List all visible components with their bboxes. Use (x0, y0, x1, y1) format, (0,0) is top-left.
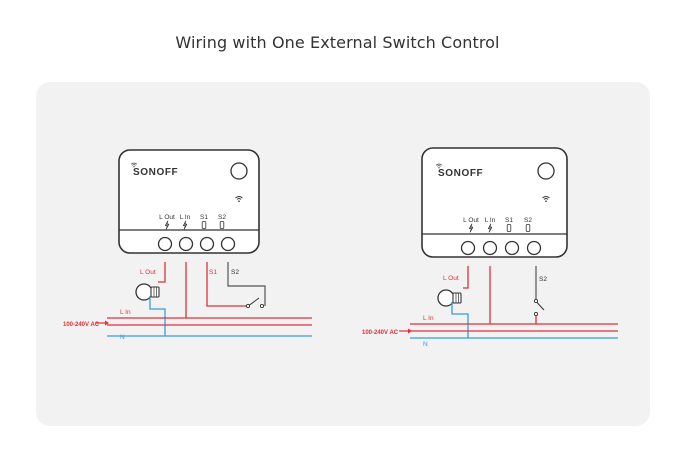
s1-wire (206, 262, 246, 307)
device-body (421, 147, 568, 258)
pairing-button-icon (537, 162, 555, 180)
terminal-screw-s2 (526, 240, 542, 256)
diagram-one-wire-switch-s1-s2: SONOFF L Out L In S1 S2 L Out S1 S2 (63, 149, 312, 341)
wire-label-s1: S1 (209, 269, 217, 276)
brand-logo: SONOFF (438, 168, 483, 179)
brand-logo: SONOFF (133, 167, 178, 178)
terminal-label-s2: S2 (524, 217, 532, 224)
light-bulb-icon (135, 283, 160, 301)
external-switch-icon (245, 297, 265, 309)
lout-wire (158, 262, 166, 283)
arrow-right-icon (96, 320, 109, 326)
diagram-one-wire-switch-s2: SONOFF L Out L In S1 S2 L Out S2 (362, 147, 618, 348)
voltage-label: 100-240V AC (362, 330, 399, 336)
terminal-screw-lin (178, 236, 194, 252)
s2-wire (227, 262, 266, 306)
terminal-label-s1: S1 (505, 217, 513, 224)
terminal-screw-lout (157, 236, 173, 252)
terminal-screw-s2 (220, 236, 236, 252)
terminal-screw-s1 (504, 240, 520, 256)
wire-label-s2: S2 (231, 269, 239, 276)
terminal-label-lin: L In (485, 217, 496, 224)
terminal-label-s2: S2 (218, 214, 226, 221)
line-label-lin: L In (423, 315, 434, 322)
line-label-n: N (120, 334, 125, 341)
arrow-right-icon (399, 328, 412, 334)
terminal-label-s1: S1 (200, 214, 208, 221)
external-switch-icon (533, 298, 545, 317)
lout-wire (463, 266, 469, 289)
bulb-neutral-wire (149, 296, 166, 336)
wire-label-s2: S2 (539, 276, 547, 283)
terminal-screw-lout (460, 240, 476, 256)
wire-label-lout: L Out (140, 269, 156, 276)
line-label-lin: L In (120, 309, 131, 316)
page-title: Wiring with One External Switch Control (175, 33, 500, 52)
pairing-button-icon (230, 162, 248, 180)
terminal-label-lout: L Out (463, 217, 479, 224)
light-bulb-icon (437, 289, 462, 307)
voltage-label: 100-240V AC (63, 322, 100, 328)
terminal-screw-s1 (199, 236, 215, 252)
line-label-n: N (423, 341, 428, 348)
wire-label-lout: L Out (443, 275, 459, 282)
terminal-label-lin: L In (180, 214, 191, 221)
terminal-label-lout: L Out (159, 214, 175, 221)
bulb-neutral-wire (451, 302, 469, 338)
terminal-screw-lin (482, 240, 498, 256)
